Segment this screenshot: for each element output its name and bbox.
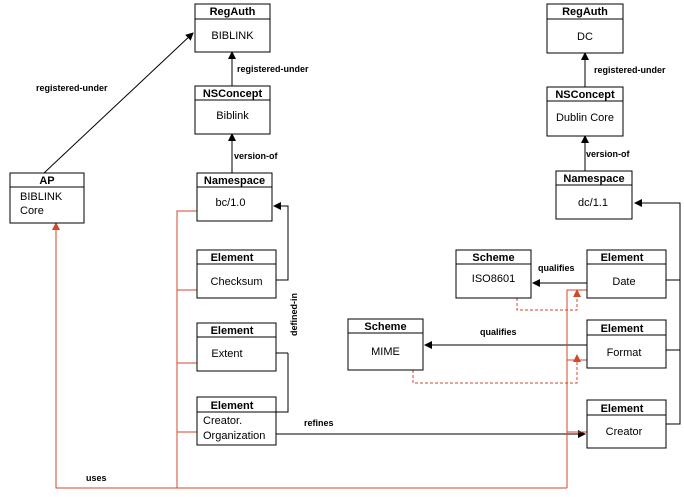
element-checksum-box: Element Checksum [196,249,277,299]
edge-ap-registered-under [43,32,194,174]
namespace-dc-title: Namespace [563,173,624,185]
element-extent-name: Extent [211,348,242,360]
edge-defined-in-checksum [273,202,289,281]
namespace-bc-box: Namespace bc/1.0 [196,172,273,222]
element-extent-title: Element [211,325,254,337]
scheme-mime-title: Scheme [364,321,406,333]
nsconcept-biblink-name: Biblink [216,110,249,122]
label-refines: refines [304,418,334,428]
scheme-iso8601-box: Scheme ISO8601 [455,249,532,299]
regauth-biblink-box: RegAuth BIBLINK [194,3,271,53]
label-registered-under-ap: registered-under [36,83,108,93]
namespace-bc-title: Namespace [204,175,265,187]
edge-creator-defined-in [666,350,681,425]
label-defined-in: defined-in [289,293,299,336]
element-format-box: Element Format [586,319,667,369]
edge-scheme-iso-link [516,289,581,311]
label-uses: uses [86,473,107,483]
element-format-title: Element [601,323,644,335]
scheme-mime-box: Scheme MIME [347,318,424,371]
edge-defined-in-creator-org [276,353,289,413]
element-extent-box: Element Extent [196,322,277,372]
label-version-of-right: version-of [586,149,631,159]
namespace-dc-name: dc/1.1 [578,197,608,209]
ap-name-line-1: BIBLINK [20,191,63,203]
edge-date-defined-in [634,199,681,281]
element-checksum-title: Element [211,252,254,264]
regauth-biblink-title: RegAuth [210,6,256,18]
element-checksum-name: Checksum [211,276,263,288]
element-date-box: Element Date [586,249,667,299]
ap-biblink-core-box: AP BIBLINK Core [9,172,85,224]
edge-uses-namespace-left [176,210,197,488]
nsconcept-dublin-core-box: NSConcept Dublin Core [546,86,624,137]
edge-format-defined-in [666,280,681,351]
ap-title: AP [39,175,54,187]
element-creator-title: Element [601,403,644,415]
label-registered-under-right: registered-under [594,65,666,75]
regauth-dc-name: DC [577,31,593,43]
element-date-name: Date [612,276,635,288]
regauth-dc-box: RegAuth DC [546,3,624,54]
element-creator-organization-title: Element [211,400,254,412]
ap-name-line-2: Core [20,205,44,217]
edge-scheme-mime-link [412,354,581,384]
nsconcept-dublin-core-name: Dublin Core [556,112,614,124]
element-creator-organization-name-2: Organization [203,430,265,442]
scheme-mime-name: MIME [371,346,400,358]
element-creator-organization-box: Element Creator. Organization [196,396,277,446]
nsconcept-biblink-box: NSConcept Biblink [194,85,271,135]
element-format-name: Format [607,347,642,359]
label-version-of-left: version-of [234,151,279,161]
scheme-iso8601-title: Scheme [472,252,514,264]
label-registered-under-left: registered-under [237,64,309,74]
scheme-iso8601-name: ISO8601 [472,273,515,285]
namespace-bc-name: bc/1.0 [216,197,246,209]
edge-uses-date [566,289,587,488]
nsconcept-dublin-core-title: NSConcept [555,89,615,101]
namespace-dc-box: Namespace dc/1.1 [555,170,633,220]
element-date-title: Element [601,252,644,264]
label-qualifies-mime: qualifies [480,327,517,337]
edge-uses [52,222,567,489]
label-qualifies-iso: qualifies [538,263,575,273]
element-creator-organization-name-1: Creator. [203,415,242,427]
element-creator-box: Element Creator [586,399,667,449]
nsconcept-biblink-title: NSConcept [203,88,263,100]
regauth-dc-title: RegAuth [562,6,608,18]
regauth-biblink-name: BIBLINK [211,30,254,42]
element-creator-name: Creator [606,426,643,438]
